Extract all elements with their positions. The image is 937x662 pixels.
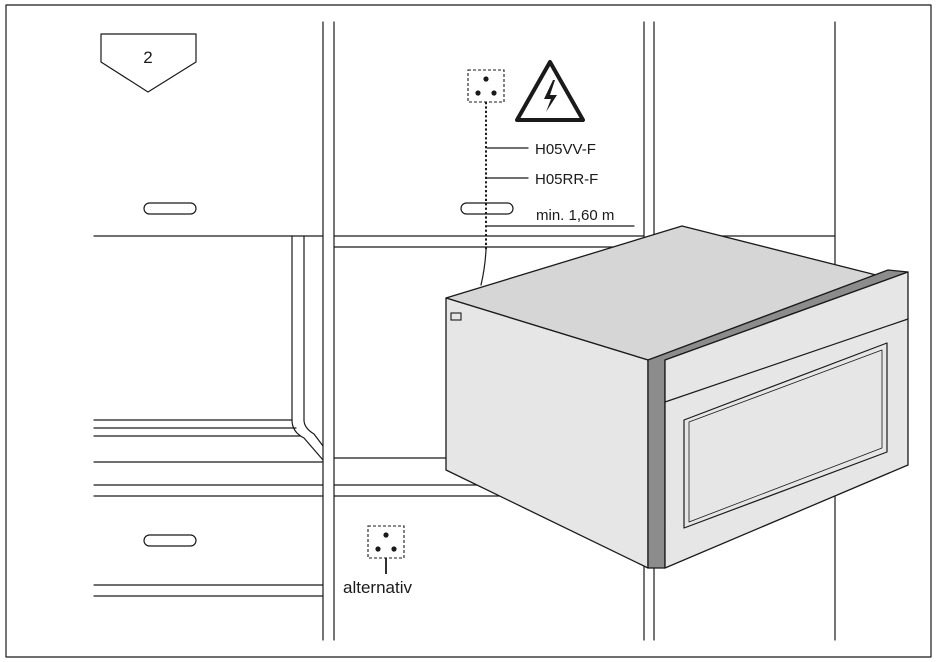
cable-type-label: H05VV-F — [535, 141, 596, 158]
step-badge: 2 — [100, 33, 197, 93]
min-length-label: min. 1,60 m — [536, 207, 614, 224]
diagram-frame — [5, 4, 932, 658]
high-voltage-warning-icon — [515, 60, 585, 122]
cable-type-label: H05RR-F — [535, 171, 598, 188]
drawer-handle — [143, 534, 197, 547]
power-socket-icon — [467, 69, 505, 103]
drawer-handle — [143, 202, 197, 215]
alternative-socket-label: alternativ — [343, 578, 412, 597]
step-number: 2 — [143, 48, 152, 67]
built-in-appliance — [445, 225, 909, 569]
power-cable-end — [480, 249, 487, 286]
alternative-power-socket-icon — [367, 525, 405, 574]
